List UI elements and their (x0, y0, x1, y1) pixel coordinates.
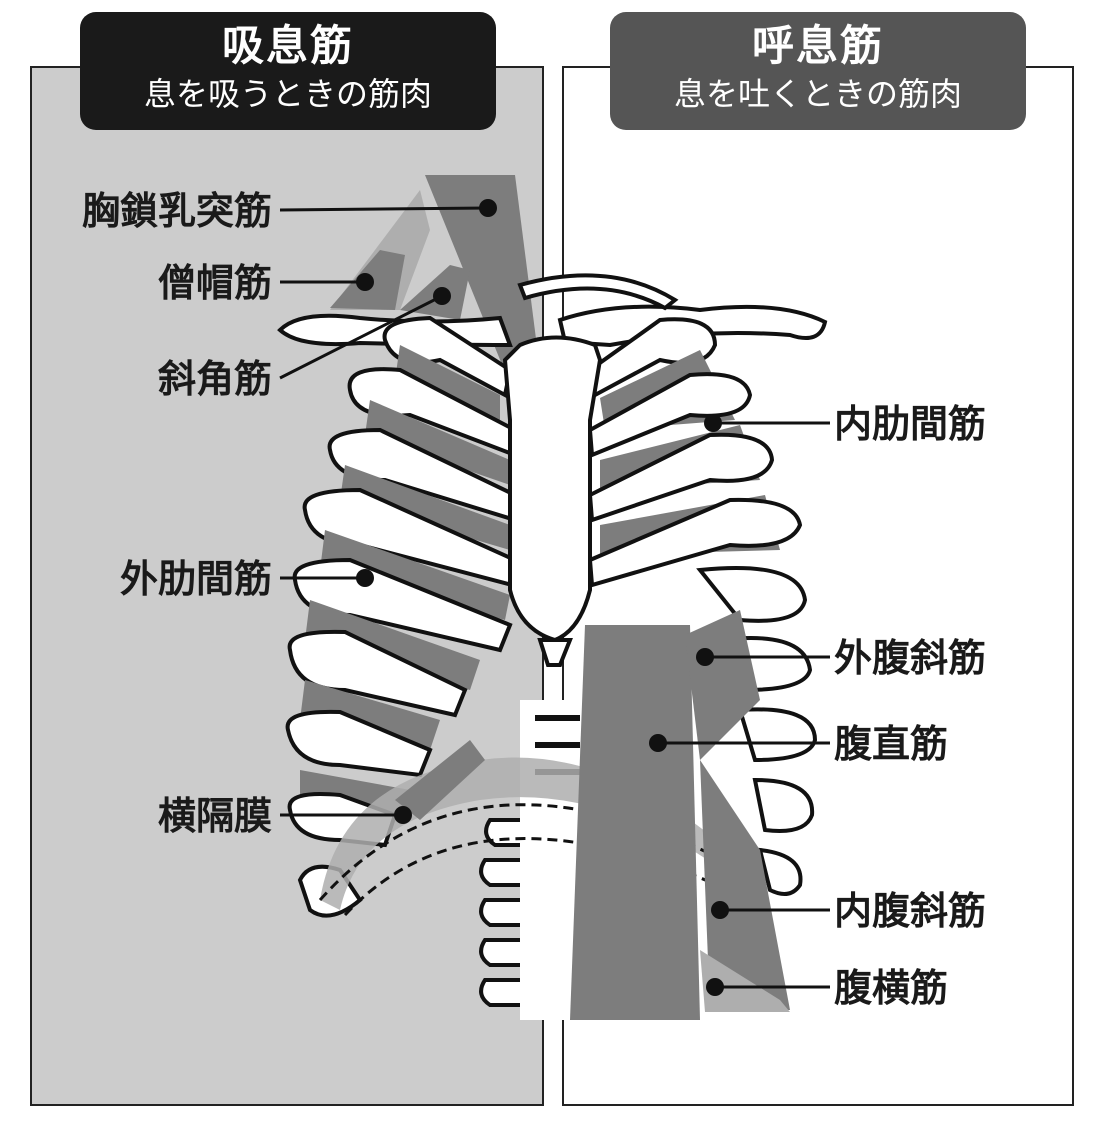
sternum (502, 335, 603, 643)
inhale-subtitle: 息を吸うときの筋肉 (143, 75, 432, 113)
left-ribs (285, 315, 518, 918)
label-diaphragm: 横隔膜 (158, 794, 272, 838)
internal-oblique-muscle (700, 760, 790, 1010)
external-intercostal-muscle (320, 530, 510, 620)
label-scalene: 斜角筋 (158, 357, 272, 401)
label-external-oblique: 外腹斜筋 (834, 636, 986, 680)
label-internal-oblique: 内腹斜筋 (834, 889, 986, 933)
exhale-subtitle: 息を吐くときの筋肉 (673, 75, 962, 113)
sternocleidomastoid-muscle (425, 175, 540, 372)
exhale-header: 呼息筋 息を吐くときの筋肉 (610, 12, 1026, 130)
transversus-abdominis-muscle (700, 950, 790, 1012)
external-oblique-muscle (685, 610, 760, 760)
right-ribs (587, 317, 818, 896)
xiphoid (537, 638, 573, 667)
label-transversus-abdominis: 腹横筋 (834, 966, 948, 1010)
inhale-header: 吸息筋 息を吸うときの筋肉 (80, 12, 496, 130)
label-sternocleidomastoid: 胸鎖乳突筋 (82, 189, 272, 233)
first-rib-arc (517, 273, 679, 311)
inhale-title: 吸息筋 (221, 21, 354, 70)
label-rectus-abdominis: 腹直筋 (834, 722, 948, 766)
label-trapezius: 僧帽筋 (158, 261, 272, 305)
exhale-title: 呼息筋 (751, 21, 884, 70)
label-external-intercostal: 外肋間筋 (120, 557, 272, 601)
rectus-abdominis-muscle (570, 625, 700, 1020)
label-internal-intercostal: 内肋間筋 (834, 402, 986, 446)
spine (479, 700, 580, 1020)
